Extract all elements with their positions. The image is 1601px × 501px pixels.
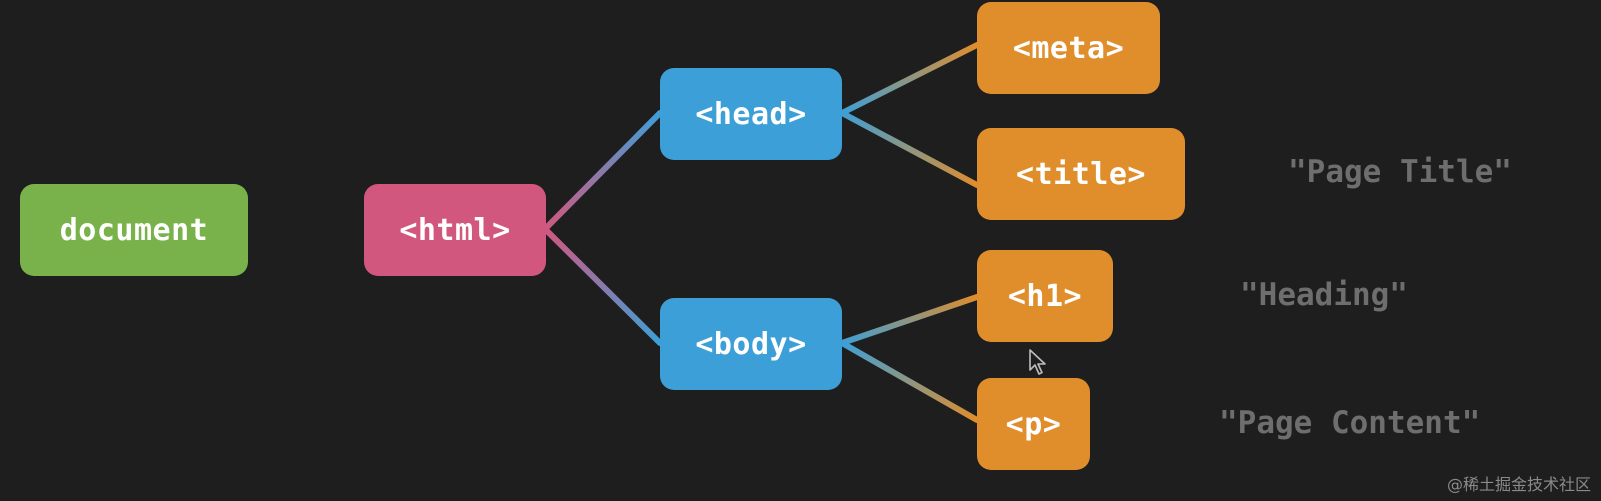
edge-html-body bbox=[542, 226, 663, 346]
edge-head-meta bbox=[839, 42, 980, 116]
node-h1-label: <h1> bbox=[1007, 278, 1083, 314]
node-html: <html> bbox=[364, 184, 546, 276]
node-title-label: <title> bbox=[1016, 156, 1146, 192]
node-body-label: <body> bbox=[695, 326, 807, 362]
text-node-page-content: "Page Content" bbox=[1219, 405, 1481, 441]
mouse-cursor-icon bbox=[1029, 349, 1046, 375]
edge-html-head bbox=[542, 110, 663, 232]
node-head: <head> bbox=[660, 68, 842, 160]
text-node-page-title: "Page Title" bbox=[1288, 154, 1512, 190]
edge-head-title bbox=[839, 110, 980, 188]
node-p: <p> bbox=[977, 378, 1090, 470]
node-meta-label: <meta> bbox=[1012, 30, 1125, 66]
text-node-heading: "Heading" bbox=[1240, 277, 1408, 313]
node-html-label: <html> bbox=[399, 212, 511, 248]
edge-body-h1 bbox=[839, 294, 980, 346]
node-body: <body> bbox=[660, 298, 842, 390]
watermark: @稀土掘金技术社区 bbox=[1446, 475, 1591, 494]
node-p-label: <p> bbox=[1005, 406, 1062, 442]
node-h1: <h1> bbox=[977, 250, 1113, 342]
node-document-label: document bbox=[59, 212, 209, 248]
edge-body-p bbox=[839, 340, 980, 423]
node-meta: <meta> bbox=[977, 2, 1160, 94]
node-document: document bbox=[20, 184, 248, 276]
node-head-label: <head> bbox=[695, 96, 807, 132]
node-title: <title> bbox=[977, 128, 1185, 220]
